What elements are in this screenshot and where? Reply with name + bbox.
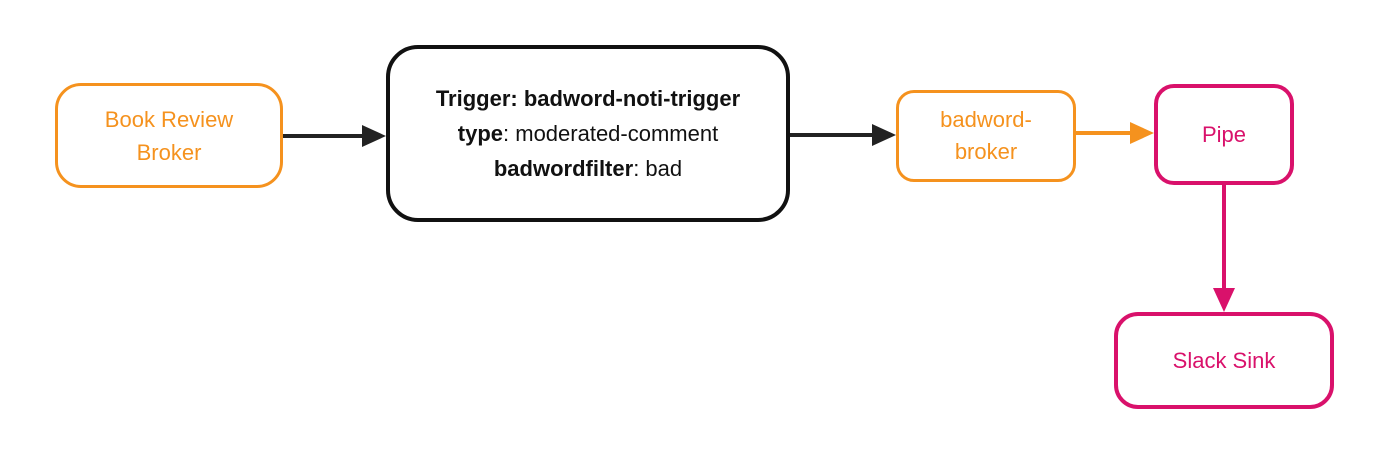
edge-book-review-broker-to-trigger-arrow <box>283 125 386 147</box>
node-badword-broker: badword-broker <box>896 90 1076 182</box>
node-book-review-broker: Book Review Broker <box>55 83 283 188</box>
node-trigger: Trigger: badword-noti-trigger type: mode… <box>386 45 790 222</box>
node-slack-sink-label: Slack Sink <box>1172 347 1276 373</box>
node-book-review-broker-label: Book Review Broker <box>104 106 234 165</box>
edge-trigger-to-badword-broker-arrow <box>790 124 896 146</box>
edge-pipe-to-slack-sink-arrow <box>1213 185 1235 312</box>
node-pipe: Pipe <box>1154 84 1294 185</box>
edge-badword-broker-to-pipe-arrow <box>1076 122 1154 144</box>
trigger-line-2: type: moderated-comment <box>457 121 719 146</box>
node-pipe-label: Pipe <box>1201 121 1247 147</box>
node-badword-broker-label: badword-broker <box>940 107 1032 164</box>
trigger-line-3: badwordfilter: bad <box>493 156 683 181</box>
node-trigger-label: Trigger: badword-noti-trigger type: mode… <box>436 81 740 186</box>
trigger-line-1: Trigger: badword-noti-trigger <box>435 86 741 111</box>
node-slack-sink: Slack Sink <box>1114 312 1334 409</box>
